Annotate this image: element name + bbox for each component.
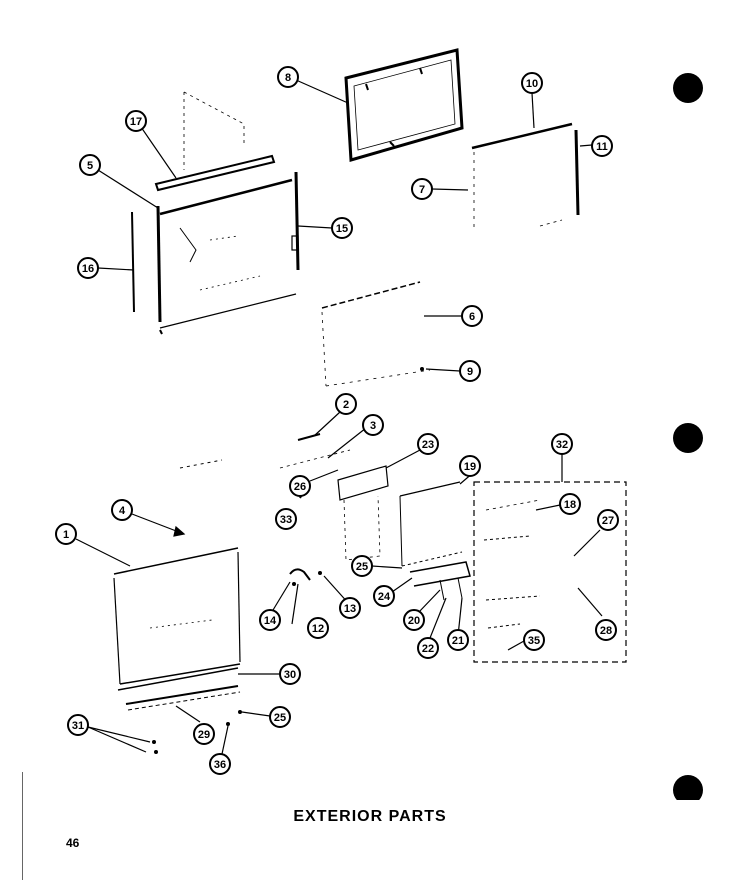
callout-label: 23 xyxy=(422,439,434,451)
callout-label: 30 xyxy=(284,669,296,681)
callout-21: 21 xyxy=(447,629,469,651)
callout-30: 30 xyxy=(279,663,301,685)
callout-label: 32 xyxy=(556,439,568,451)
callout-label: 2 xyxy=(343,399,349,411)
callout-17: 17 xyxy=(125,110,147,132)
callout-label: 1 xyxy=(63,529,69,541)
callout-label: 6 xyxy=(469,311,475,323)
callout-9: 9 xyxy=(459,360,481,382)
callout-2: 2 xyxy=(335,393,357,415)
part-front-frame xyxy=(131,91,300,335)
callout-label: 22 xyxy=(422,643,434,655)
part-cabinet-front xyxy=(113,547,241,711)
callout-label: 7 xyxy=(419,184,425,196)
callout-28: 28 xyxy=(595,619,617,641)
callout-23: 23 xyxy=(417,433,439,455)
callout-35: 35 xyxy=(523,629,545,651)
callout-label: 33 xyxy=(280,514,292,526)
binding-rule xyxy=(22,772,23,880)
callout-label: 36 xyxy=(214,759,226,771)
binder-hole-middle xyxy=(673,423,703,453)
callout-label: 5 xyxy=(87,160,93,172)
binder-holes xyxy=(673,73,703,800)
callout-label: 25 xyxy=(356,561,368,573)
part-rear-panel xyxy=(321,281,431,387)
callout-label: 9 xyxy=(467,366,473,378)
callout-label: 26 xyxy=(294,481,306,493)
callout-label: 31 xyxy=(72,720,84,732)
callout-19: 19 xyxy=(459,455,481,477)
callout-label: 24 xyxy=(378,591,391,603)
callout-5: 5 xyxy=(79,154,101,176)
callout-8: 8 xyxy=(277,66,299,88)
callout-label: 8 xyxy=(285,72,291,84)
callout-label: 25 xyxy=(274,712,286,724)
callout-label: 35 xyxy=(528,635,540,647)
callout-33: 33 xyxy=(275,508,297,530)
part-control-panel xyxy=(399,481,471,601)
leader-lines xyxy=(75,79,603,755)
callout-25-upper: 25 xyxy=(351,555,373,577)
callout-3: 3 xyxy=(362,414,384,436)
binder-hole-bottom xyxy=(673,775,703,800)
callout-label: 10 xyxy=(526,78,538,90)
callout-label: 19 xyxy=(464,461,476,473)
part-strip-bracket xyxy=(179,433,389,561)
callout-29: 29 xyxy=(193,723,215,745)
callout-label: 21 xyxy=(452,635,464,647)
callout-bubbles: 8 17 5 10 11 7 15 16 6 9 2 3 23 26 19 32… xyxy=(55,66,619,775)
callout-label: 28 xyxy=(600,625,612,637)
callout-7: 7 xyxy=(411,178,433,200)
callout-12: 12 xyxy=(307,617,329,639)
binder-hole-top xyxy=(673,73,703,103)
part-top-panel xyxy=(344,48,464,162)
callout-10: 10 xyxy=(521,72,543,94)
part-component-box xyxy=(473,481,627,663)
page-title: EXTERIOR PARTS xyxy=(293,808,447,825)
callout-1: 1 xyxy=(55,523,77,545)
small-parts xyxy=(152,568,322,754)
callout-label: 27 xyxy=(602,515,614,527)
callout-label: 29 xyxy=(198,729,210,741)
callout-13: 13 xyxy=(339,597,361,619)
callout-22: 22 xyxy=(417,637,439,659)
callout-label: 17 xyxy=(130,116,142,128)
callout-24: 24 xyxy=(373,585,395,607)
callout-label: 12 xyxy=(312,623,324,635)
page-number: 46 xyxy=(66,836,80,850)
callout-label: 15 xyxy=(336,223,348,235)
callout-label: 18 xyxy=(564,499,576,511)
callout-31: 31 xyxy=(67,714,89,736)
callout-18: 18 xyxy=(559,493,581,515)
callout-32: 32 xyxy=(551,433,573,455)
callout-label: 13 xyxy=(344,603,356,615)
callout-20: 20 xyxy=(403,609,425,631)
callout-26: 26 xyxy=(289,475,311,497)
callout-label: 3 xyxy=(370,420,376,432)
callout-label: 16 xyxy=(82,263,94,275)
callout-label: 11 xyxy=(596,141,608,153)
callout-16: 16 xyxy=(77,257,99,279)
part-side-panel xyxy=(471,122,580,232)
callout-36: 36 xyxy=(209,753,231,775)
callout-14: 14 xyxy=(259,609,281,631)
callout-15: 15 xyxy=(331,217,353,239)
callout-6: 6 xyxy=(461,305,483,327)
callout-label: 4 xyxy=(119,505,126,517)
callout-label: 14 xyxy=(264,615,277,627)
callout-11: 11 xyxy=(591,135,613,157)
exploded-parts-diagram: 8 17 5 10 11 7 15 16 6 9 2 3 23 26 19 32… xyxy=(55,48,703,800)
callout-27: 27 xyxy=(597,509,619,531)
callout-label: 20 xyxy=(408,615,420,627)
callout-25-lower: 25 xyxy=(269,706,291,728)
callout-4: 4 xyxy=(111,499,133,521)
